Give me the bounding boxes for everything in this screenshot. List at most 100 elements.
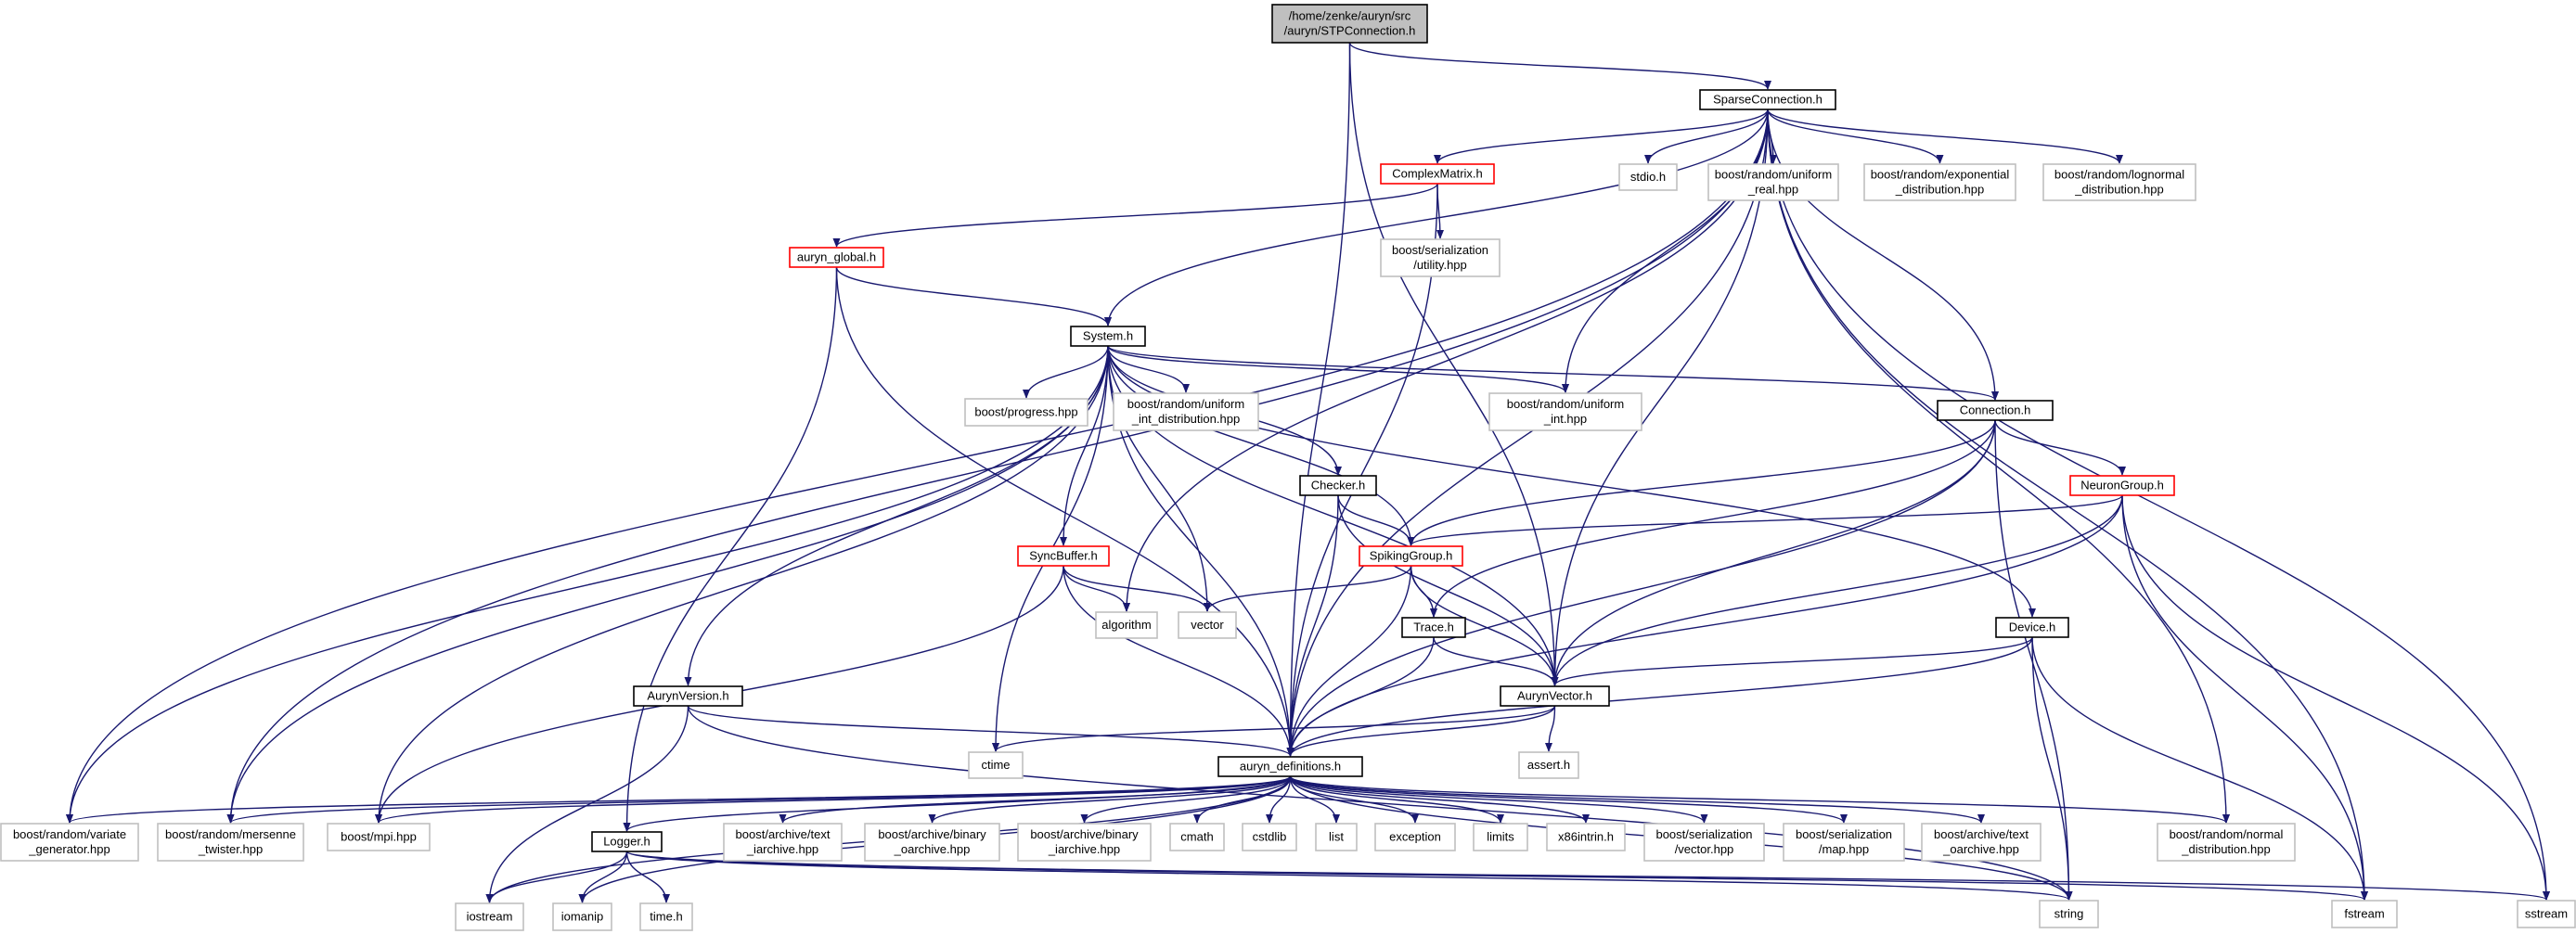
node-box xyxy=(0,823,139,862)
node-sparse[interactable]: SparseConnection.h xyxy=(1699,89,1836,110)
node-progress: boost/progress.hpp xyxy=(964,398,1088,427)
edge-line xyxy=(1289,775,1504,824)
edge-line xyxy=(1286,636,1435,757)
node-connection[interactable]: Connection.h xyxy=(1937,400,2054,421)
node-label-line: vector xyxy=(1191,618,1224,632)
node-mersenne: boost/random/mersenne_twister.hpp xyxy=(157,823,304,862)
node-label-line: _real.hpp xyxy=(1747,183,1798,197)
node-trace[interactable]: Trace.h xyxy=(1401,617,1466,638)
node-box xyxy=(1242,823,1297,851)
node-label-line: boost/random/uniform xyxy=(1507,397,1624,411)
edge-line xyxy=(1348,42,1559,686)
edge-line xyxy=(1767,109,2550,901)
node-device[interactable]: Device.h xyxy=(1995,617,2069,638)
include-edge-root-to-sparse xyxy=(1348,42,1771,90)
node-label-line: AurynVector.h xyxy=(1517,689,1592,703)
node-box xyxy=(327,823,431,851)
node-box xyxy=(1937,400,2054,421)
node-binoarchive: boost/archive/binary_oarchive.hpp xyxy=(864,823,1000,862)
edge-line xyxy=(1767,109,2368,901)
node-label-line: _iarchive.hpp xyxy=(746,842,818,856)
edge-line xyxy=(66,775,1292,824)
edge-line xyxy=(687,705,2073,901)
node-aurynvector[interactable]: AurynVector.h xyxy=(1500,685,1610,707)
node-label-line: boost/serialization xyxy=(1796,827,1892,841)
include-edge-device-to-defs xyxy=(1286,636,2033,757)
include-edge-root-to-aurynvector xyxy=(1348,42,1559,686)
node-defs[interactable]: auryn_definitions.h xyxy=(1217,756,1363,777)
file-nodes: /home/zenke/auryn/src/auryn/STPConnectio… xyxy=(0,4,2576,931)
node-label-line: boost/random/exponential xyxy=(1871,168,2010,182)
node-stdio: stdio.h xyxy=(1618,163,1678,191)
node-complex[interactable]: ComplexMatrix.h xyxy=(1380,163,1495,185)
node-global[interactable]: auryn_global.h xyxy=(789,247,884,268)
edge-line xyxy=(1107,345,2036,618)
include-edge-aurynvector-to-ctime xyxy=(992,705,1556,752)
edge-line xyxy=(1286,636,2033,757)
node-aurynversion[interactable]: AurynVersion.h xyxy=(633,685,743,707)
edge-line xyxy=(1644,109,1769,164)
include-edge-sparse-to-mersenne xyxy=(226,109,1769,824)
node-spikinggroup[interactable]: SpikingGroup.h xyxy=(1359,545,1463,567)
node-box xyxy=(1113,392,1259,431)
node-label-line: SparseConnection.h xyxy=(1713,93,1823,107)
include-edge-global-to-system xyxy=(835,266,1112,326)
include-edge-system-to-variate xyxy=(66,345,1109,824)
node-box xyxy=(1380,163,1495,185)
edge-line xyxy=(1562,109,1769,393)
include-edge-defs-to-textiarchive xyxy=(779,775,1292,824)
node-label-line: boost/random/normal xyxy=(2170,827,2284,841)
edge-line xyxy=(779,775,1292,824)
include-edge-aurynvector-to-defs xyxy=(1286,705,1556,757)
include-edge-defs-to-list xyxy=(1289,775,1340,824)
node-label-line: cstdlib xyxy=(1253,830,1287,844)
node-box xyxy=(1374,823,1456,851)
node-box xyxy=(1169,823,1225,851)
include-edge-system-to-uintdist xyxy=(1107,345,1190,393)
node-iostream: iostream xyxy=(455,902,524,931)
node-label-line: _generator.hpp xyxy=(28,842,109,856)
include-edge-syncbuffer-to-algorithm xyxy=(1063,565,1130,612)
edge-line xyxy=(625,851,670,903)
node-label-line: _oarchive.hpp xyxy=(894,842,971,856)
edge-line xyxy=(1433,636,1559,686)
edge-line xyxy=(375,775,1292,824)
node-box xyxy=(1518,751,1579,779)
include-edge-sparse-to-system xyxy=(1104,109,1769,326)
include-edge-sparse-to-complex xyxy=(1434,109,1769,164)
edge-line xyxy=(1063,565,1130,612)
edge-line xyxy=(66,345,1109,824)
node-checker[interactable]: Checker.h xyxy=(1299,475,1377,496)
node-root[interactable]: /home/zenke/auryn/src/auryn/STPConnectio… xyxy=(1271,4,1428,44)
edge-line xyxy=(623,266,838,832)
node-label-line: _iarchive.hpp xyxy=(1048,842,1120,856)
node-neurongroup[interactable]: NeuronGroup.h xyxy=(2069,475,2175,496)
node-logger[interactable]: Logger.h xyxy=(591,831,663,852)
edge-line xyxy=(1289,775,1340,824)
include-edge-sparse-to-sstream xyxy=(1767,109,2550,901)
edge-line xyxy=(1551,109,1769,686)
node-label-line: boost/archive/binary xyxy=(878,827,986,841)
edge-line xyxy=(2121,494,2368,901)
include-edge-device-to-fstream xyxy=(2031,636,2368,901)
node-label-line: assert.h xyxy=(1527,758,1570,772)
node-system[interactable]: System.h xyxy=(1070,326,1146,347)
edge-line xyxy=(1286,183,1438,757)
node-label-line: auryn_global.h xyxy=(797,250,876,264)
include-edge-system-to-vector xyxy=(1107,345,1211,612)
include-edge-sparse-to-normaldist xyxy=(1767,109,2230,824)
edge-line xyxy=(1204,565,1412,612)
include-edge-system-to-aurynversion xyxy=(684,345,1109,686)
node-label-line: _twister.hpp xyxy=(198,842,263,856)
node-syncbuffer[interactable]: SyncBuffer.h xyxy=(1017,545,1110,567)
include-edge-sparse-to-defs xyxy=(1286,109,1769,757)
include-edge-defs-to-variate xyxy=(66,775,1292,824)
node-box xyxy=(2039,900,2099,928)
edge-line xyxy=(1767,109,2123,164)
node-label-line: algorithm xyxy=(1101,618,1151,632)
node-label-line: Checker.h xyxy=(1311,479,1366,493)
node-label-line: boost/archive/text xyxy=(1934,827,2029,841)
edge-line xyxy=(1337,494,1415,546)
node-label-line: iomanip xyxy=(561,910,604,924)
